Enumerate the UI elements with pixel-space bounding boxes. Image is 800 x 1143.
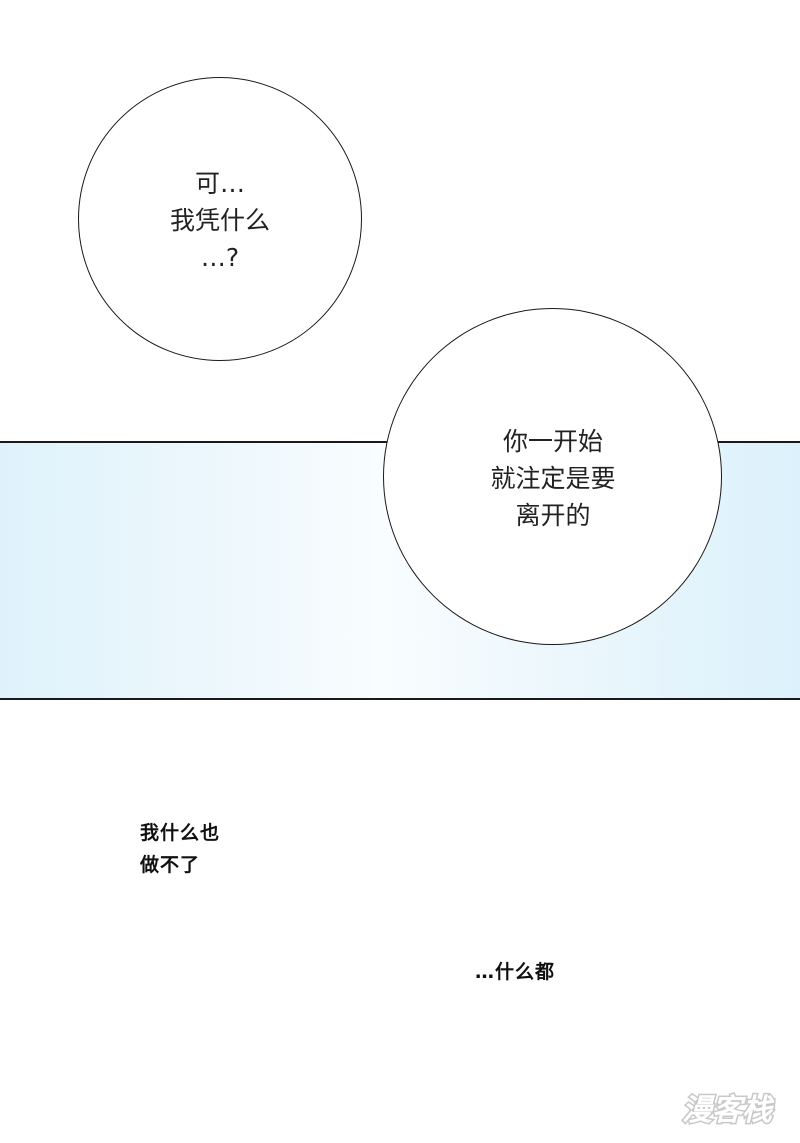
narration-line: 我什么也 bbox=[140, 822, 221, 844]
speech-line: 可… bbox=[194, 169, 245, 198]
speech-line: 你一开始 bbox=[502, 427, 603, 456]
speech-line: 离开的 bbox=[515, 501, 591, 530]
speech-bubble-top-text: 可… 我凭什么 …? bbox=[120, 165, 320, 276]
narration-line: 做不了 bbox=[140, 854, 201, 876]
watermark-logo-icon: 漫客栈 bbox=[681, 1092, 777, 1130]
speech-bubble-middle bbox=[383, 308, 722, 645]
narration-text-right: …什么都 bbox=[475, 956, 555, 988]
speech-line: …? bbox=[200, 243, 240, 272]
speech-line: 就注定是要 bbox=[490, 464, 616, 493]
watermark-logo: 漫客栈 bbox=[664, 1086, 790, 1132]
speech-line: 我凭什么 bbox=[169, 206, 270, 235]
speech-bubble-top bbox=[78, 77, 362, 361]
narration-text-left: 我什么也 做不了 bbox=[140, 817, 220, 881]
speech-bubble-middle-text: 你一开始 就注定是要 离开的 bbox=[453, 423, 653, 534]
narration-line: …什么都 bbox=[475, 961, 556, 983]
watermark-text: 漫客栈 bbox=[682, 1093, 775, 1128]
